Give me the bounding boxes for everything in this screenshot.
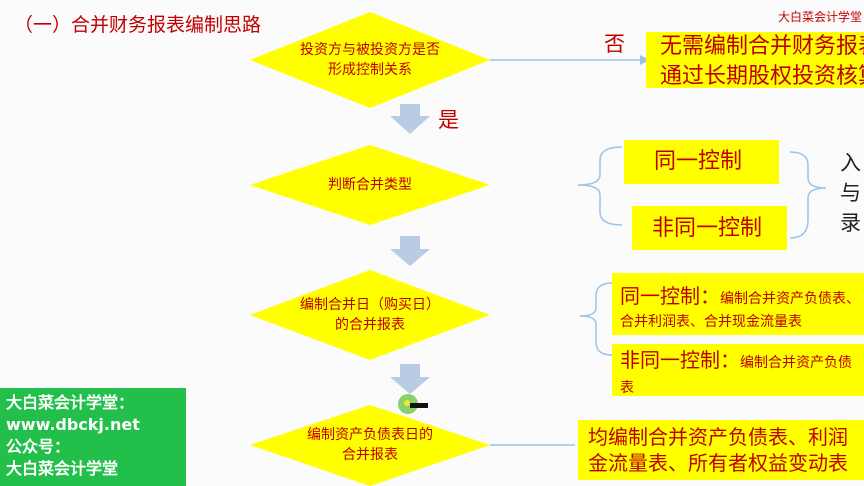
result-line: 金流量表、所有者权益变动表 (588, 451, 848, 475)
result-line: 无需编制合并财务报表 (660, 34, 864, 59)
result-box-no-control: 无需编制合并财务报表 通过长期股权投资核算 (646, 32, 864, 88)
brand-watermark: 大白菜会计学堂 (777, 10, 862, 24)
diff-control-result-box: 非同一控制：编制合并资产负债表 (612, 344, 864, 396)
decision-text-3: 编制合并日（购买日）的合并报表 (300, 297, 440, 333)
bracket-right-2 (789, 151, 827, 239)
same-control-result-box: 同一控制：编制合并资产负债表、合并利润表、合并现金流量表 (612, 273, 864, 335)
badge-line: 公众号： (6, 437, 71, 456)
same-control-heading: 同一控制： (620, 284, 720, 308)
down-arrow-icon (390, 364, 430, 394)
decision-text-1: 投资方与被投资方是否形成控制关系 (300, 42, 440, 78)
decision-diamond-4 (250, 405, 490, 486)
bracket-left-2 (577, 146, 623, 226)
down-arrow-icon (390, 104, 430, 134)
bracket-left-3 (579, 282, 613, 356)
right-arrow-icon (640, 55, 650, 65)
decision-diamond-3 (250, 270, 490, 360)
yes-label: 是 (438, 108, 459, 132)
result-line: 通过长期股权投资核算 (660, 64, 864, 88)
diff-control-heading: 非同一控制： (620, 348, 740, 372)
pointer-bar-icon (410, 403, 428, 408)
page-title: （一）合并财务报表编制思路 (14, 14, 262, 36)
balance-date-result-box: 均编制合并资产负债表、利润 金流量表、所有者权益变动表 (578, 420, 864, 480)
side-text: 入 与 录 (840, 151, 861, 235)
type-same-control-box: 同一控制 (624, 140, 779, 184)
same-control-body: 编制合并资产负债表、合并利润表、合并现金流量表 (620, 291, 860, 330)
diff-control-body: 编制合并资产负债表 (620, 355, 852, 396)
decision-diamond-2 (250, 145, 490, 225)
type-diff-control-box: 非同一控制 (632, 206, 787, 250)
badge-line: 大白菜会计学堂： (6, 393, 135, 412)
decision-text-4: 编制资产负债表日的合并报表 (307, 427, 433, 463)
no-label: 否 (604, 32, 625, 56)
decision-text-2: 判断合并类型 (328, 177, 412, 193)
result-line: 均编制合并资产负债表、利润 (588, 425, 848, 449)
down-arrow-icon (390, 236, 430, 266)
brand-badge: 大白菜会计学堂： www.dbckj.net 公众号： 大白菜会计学堂 (0, 388, 186, 486)
badge-line: 大白菜会计学堂 (6, 459, 119, 478)
badge-website: www.dbckj.net (6, 415, 140, 434)
pointer-dot-icon (404, 400, 410, 406)
decision-diamond-1 (250, 12, 490, 108)
